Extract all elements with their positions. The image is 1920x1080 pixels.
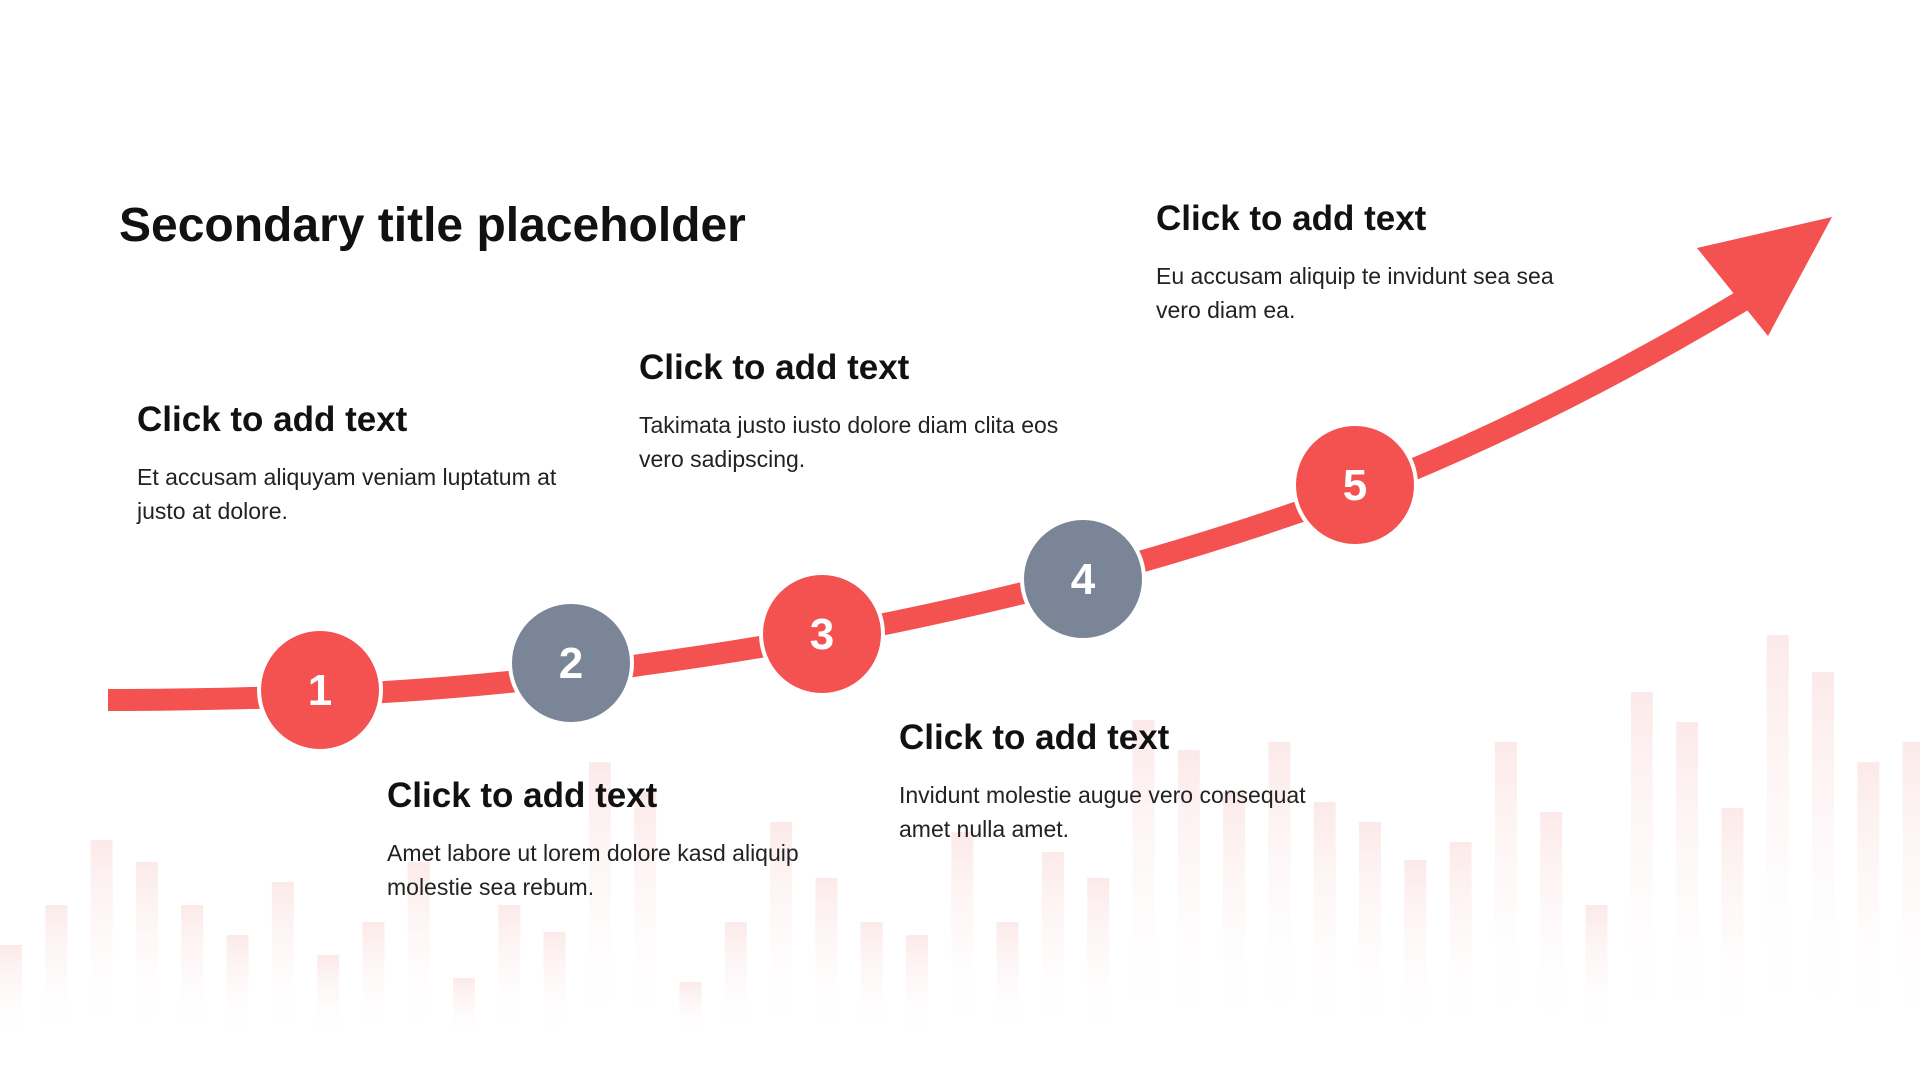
step-5-circle xyxy=(1292,422,1418,548)
step-1-body[interactable]: Et accusam aliquyam veniam luptatum at j… xyxy=(137,464,557,524)
step-3-marker[interactable]: 3 xyxy=(759,571,885,697)
background-bar xyxy=(1268,742,1291,1040)
step-1-marker[interactable]: 1 xyxy=(257,627,383,753)
background-bar xyxy=(1766,635,1789,1040)
step-1-number: 1 xyxy=(308,666,332,715)
growth-curve xyxy=(107,280,1766,711)
background-bar xyxy=(1177,750,1200,1040)
background-bar xyxy=(588,762,611,1040)
background-bar xyxy=(1630,692,1653,1040)
step-3-body[interactable]: Takimata justo iusto dolore diam clita e… xyxy=(639,412,1059,472)
step-1-circle xyxy=(257,627,383,753)
arrow-head xyxy=(1697,217,1832,336)
text-block-3[interactable]: Click to add text Takimata justo iusto d… xyxy=(639,348,1059,476)
background-bar xyxy=(453,978,475,1040)
background-bar xyxy=(1223,792,1246,1040)
step-3-number: 3 xyxy=(810,610,834,659)
background-bar xyxy=(951,832,974,1040)
background-bar xyxy=(1404,860,1427,1040)
step-2-marker[interactable]: 2 xyxy=(508,600,634,726)
step-3-heading[interactable]: Click to add text xyxy=(639,348,910,387)
background-bar xyxy=(724,922,747,1040)
step-4-heading[interactable]: Click to add text xyxy=(899,718,1170,757)
background-bar xyxy=(271,882,294,1040)
background-bar xyxy=(1721,808,1744,1040)
background-bar xyxy=(1540,812,1563,1040)
step-2-heading[interactable]: Click to add text xyxy=(387,776,658,815)
step-4-body[interactable]: Invidunt molestie augue vero consequat a… xyxy=(899,782,1306,842)
step-1-heading[interactable]: Click to add text xyxy=(137,400,408,439)
step-5-body[interactable]: Eu accusam aliquip te invidunt sea sea v… xyxy=(1156,263,1554,323)
text-block-2[interactable]: Click to add text Amet labore ut lorem d… xyxy=(387,776,807,904)
page-title[interactable]: Secondary title placeholder xyxy=(119,199,746,252)
background-bar xyxy=(135,862,158,1040)
background-bar xyxy=(1812,672,1834,1040)
text-block-5[interactable]: Click to add text Eu accusam aliquip te … xyxy=(1156,199,1576,327)
background-bar xyxy=(407,862,430,1040)
background-bar xyxy=(1676,722,1699,1040)
background-bar xyxy=(1494,742,1517,1040)
background-bar xyxy=(1132,720,1155,1040)
background-bar xyxy=(1087,878,1110,1040)
background-bar xyxy=(996,922,1019,1040)
background-bar xyxy=(1902,742,1920,1040)
background-bar xyxy=(1313,802,1336,1040)
step-4-marker[interactable]: 4 xyxy=(1020,516,1146,642)
background-bar xyxy=(498,905,521,1040)
background-bar xyxy=(1585,905,1608,1040)
background-bar xyxy=(45,905,68,1040)
background-bar xyxy=(679,982,702,1040)
text-block-4[interactable]: Click to add text Invidunt molestie augu… xyxy=(899,718,1319,846)
background-bar xyxy=(362,922,385,1040)
step-2-circle xyxy=(508,600,634,726)
background-bar xyxy=(860,922,883,1040)
step-5-heading[interactable]: Click to add text xyxy=(1156,199,1427,238)
background-bar xyxy=(226,935,249,1040)
background-bar xyxy=(90,840,113,1040)
text-block-1[interactable]: Click to add text Et accusam aliquyam ve… xyxy=(137,400,557,528)
background-bar xyxy=(1857,762,1880,1040)
background-bar xyxy=(1449,842,1472,1040)
background-bar xyxy=(1359,822,1381,1040)
background-bar xyxy=(770,822,793,1040)
background-bar xyxy=(0,945,22,1040)
step-3-circle xyxy=(759,571,885,697)
background-bar xyxy=(634,792,657,1040)
step-4-circle xyxy=(1020,516,1146,642)
background-bar xyxy=(1041,852,1064,1040)
step-5-marker[interactable]: 5 xyxy=(1292,422,1418,548)
step-2-body[interactable]: Amet labore ut lorem dolore kasd aliquip… xyxy=(387,840,799,900)
background-bar xyxy=(181,905,204,1040)
step-5-number: 5 xyxy=(1343,461,1367,510)
background-bar xyxy=(317,955,340,1040)
background-bar xyxy=(543,932,566,1040)
background-bar xyxy=(906,935,928,1040)
step-2-number: 2 xyxy=(559,639,583,688)
step-4-number: 4 xyxy=(1071,555,1096,604)
background-bar xyxy=(815,878,838,1040)
